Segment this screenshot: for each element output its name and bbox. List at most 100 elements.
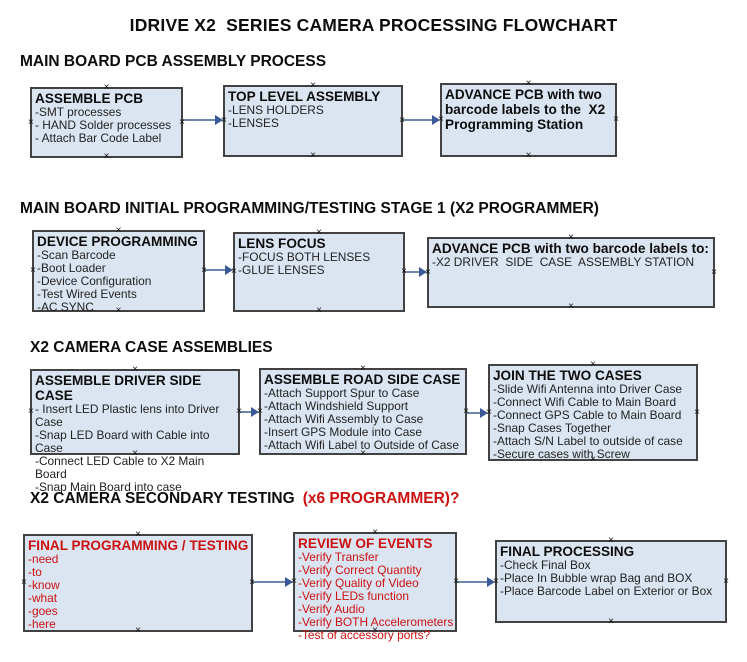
box-item: -AC SYNC: [37, 300, 94, 314]
flow-arrow: [403, 115, 440, 125]
resize-handle-x-icon: ×: [425, 266, 431, 278]
section-heading-secondary-testing: X2 CAMERA SECONDARY TESTING(x6 PROGRAMME…: [30, 490, 459, 508]
resize-handle-x-icon: ×: [525, 78, 532, 89]
box-item: -Attach Wifi Label to Outside of Case: [264, 438, 459, 452]
arrow-line: [457, 581, 489, 583]
box-item: -Test Wired Events: [37, 287, 137, 301]
arrow-line: [183, 119, 217, 121]
flow-box-review-of-events: REVIEW OF EVENTS -Verify Transfer -Verif…: [291, 527, 459, 642]
resize-handle-x-icon: ×: [590, 359, 596, 370]
box-title: TOP LEVEL ASSEMBLY: [228, 89, 381, 104]
page-title: IDRIVE X2 SERIES CAMERA PROCESSING FLOWC…: [129, 15, 618, 35]
resize-handle-x-icon: ×: [201, 265, 207, 276]
arrow-head-icon: [215, 115, 223, 125]
box-item: -to: [28, 565, 42, 579]
resize-handle-x-icon: ×: [372, 527, 378, 538]
resize-handle-x-icon: ×: [453, 576, 459, 587]
flow-box-assemble-road-side-case: ASSEMBLE ROAD SIDE CASE -Attach Support …: [257, 363, 469, 459]
resize-handle-x-icon: ×: [360, 448, 366, 459]
arrow-head-icon: [487, 577, 495, 587]
section-heading-initial-programming: MAIN BOARD INITIAL PROGRAMMING/TESTING S…: [20, 200, 599, 217]
box-item: -LENS HOLDERS: [228, 103, 324, 117]
box-title: FINAL PROGRAMMING / TESTING: [28, 538, 249, 553]
box-item: -Connect Wifi Cable to Main Board: [493, 395, 677, 409]
arrow-line: [403, 119, 434, 121]
resize-handle-x-icon: ×: [399, 115, 405, 126]
section-heading-case-assemblies: X2 CAMERA CASE ASSEMBLIES: [30, 339, 273, 356]
arrow-head-icon: [419, 267, 427, 277]
box-item: -Scan Barcode: [37, 248, 116, 262]
box-item: -Place Barcode Label on Exterior or Box: [500, 584, 713, 598]
resize-handle-x-icon: ×: [249, 577, 255, 588]
box-item: -Attach Wifi Assembly to Case: [264, 412, 424, 426]
box-item: -FOCUS BOTH LENSES: [238, 250, 371, 264]
resize-handle-x-icon: ×: [115, 225, 122, 236]
resize-handle-x-icon: ×: [401, 266, 407, 277]
box-title: DEVICE PROGRAMMING: [37, 234, 198, 249]
box-item: -Verify LEDs function: [298, 589, 410, 603]
box-item: -know: [28, 578, 60, 592]
flow-arrow: [183, 115, 223, 125]
box-item: -Attach Support Spur to Case: [264, 386, 420, 400]
resize-handle-x-icon: ×: [28, 406, 34, 417]
flow-arrow: [457, 577, 495, 587]
arrow-head-icon: [225, 265, 233, 275]
resize-handle-x-icon: ×: [179, 116, 185, 128]
resize-handle-x-icon: ×: [28, 116, 34, 128]
box-item: -Verify Correct Quantity: [298, 563, 422, 577]
box-item: -Secure cases with Screw: [493, 447, 630, 461]
flow-arrow: [205, 265, 233, 275]
resize-handle-x-icon: ×: [360, 363, 366, 374]
resize-handle-x-icon: ×: [493, 575, 499, 587]
resize-handle-x-icon: ×: [310, 80, 316, 91]
arrow-line: [253, 581, 287, 583]
resize-handle-x-icon: ×: [115, 305, 122, 316]
resize-handle-x-icon: ×: [310, 150, 316, 161]
box-title: ASSEMBLE PCB: [35, 91, 144, 106]
box-item: - Attach Bar Code Label: [35, 131, 162, 145]
resize-handle-x-icon: ×: [231, 266, 237, 277]
resize-handle-x-icon: ×: [132, 448, 138, 459]
resize-handle-x-icon: ×: [221, 115, 227, 126]
box-item: -here: [28, 617, 56, 631]
resize-handle-x-icon: ×: [694, 406, 700, 418]
box-title: REVIEW OF EVENTS: [298, 536, 433, 551]
resize-handle-x-icon: ×: [525, 150, 532, 161]
resize-handle-x-icon: ×: [257, 405, 263, 417]
box-item: -Place In Bubble wrap Bag and BOX: [500, 571, 693, 585]
resize-handle-x-icon: ×: [711, 266, 717, 278]
box-title: ADVANCE PCB with two barcode labels to:: [432, 241, 709, 256]
flow-box-top-level-assembly: TOP LEVEL ASSEMBLY -LENS HOLDERS -LENSES…: [221, 80, 405, 161]
arrow-line: [240, 411, 253, 413]
box-item: -Snap Main Board into case: [35, 480, 182, 494]
box-item: -Snap Cases Together: [493, 421, 612, 435]
resize-handle-x-icon: ×: [103, 151, 110, 162]
resize-handle-x-icon: ×: [608, 535, 614, 546]
box-item: -need: [28, 552, 59, 566]
box-title: FINAL PROCESSING: [500, 544, 635, 559]
box-title: LENS FOCUS: [238, 236, 326, 251]
resize-handle-x-icon: ×: [291, 576, 297, 587]
resize-handle-x-icon: ×: [486, 406, 492, 418]
flow-arrow: [253, 577, 293, 587]
arrow-line: [205, 269, 227, 271]
resize-handle-x-icon: ×: [316, 305, 322, 316]
box-title: ADVANCE PCB with two barcode labels to t…: [445, 87, 609, 132]
box-item: -X2 DRIVER SIDE CASE ASSEMBLY STATION: [432, 255, 695, 269]
box-item: -Check Final Box: [500, 558, 591, 572]
box-title: ASSEMBLE DRIVER SIDE CASE: [35, 373, 205, 403]
resize-handle-x-icon: ×: [463, 405, 469, 417]
box-item: -Verify Transfer: [298, 550, 379, 564]
resize-handle-x-icon: ×: [438, 114, 444, 125]
box-item: -Verify Quality of Video: [298, 576, 419, 590]
flow-box-final-processing: FINAL PROCESSING -Check Final Box -Place…: [493, 535, 729, 627]
resize-handle-x-icon: ×: [723, 575, 729, 587]
box-item: -Verify BOTH Accelerometers: [298, 615, 454, 629]
flow-arrow: [405, 267, 427, 277]
flow-box-final-programming-testing: FINAL PROGRAMMING / TESTING -need -to -k…: [21, 530, 255, 636]
arrow-head-icon: [251, 407, 259, 417]
arrow-head-icon: [285, 577, 293, 587]
box-item: -Attach S/N Label to outside of case: [493, 434, 683, 448]
flow-box-device-programming: DEVICE PROGRAMMING -Scan Barcode -Boot L…: [30, 225, 207, 316]
